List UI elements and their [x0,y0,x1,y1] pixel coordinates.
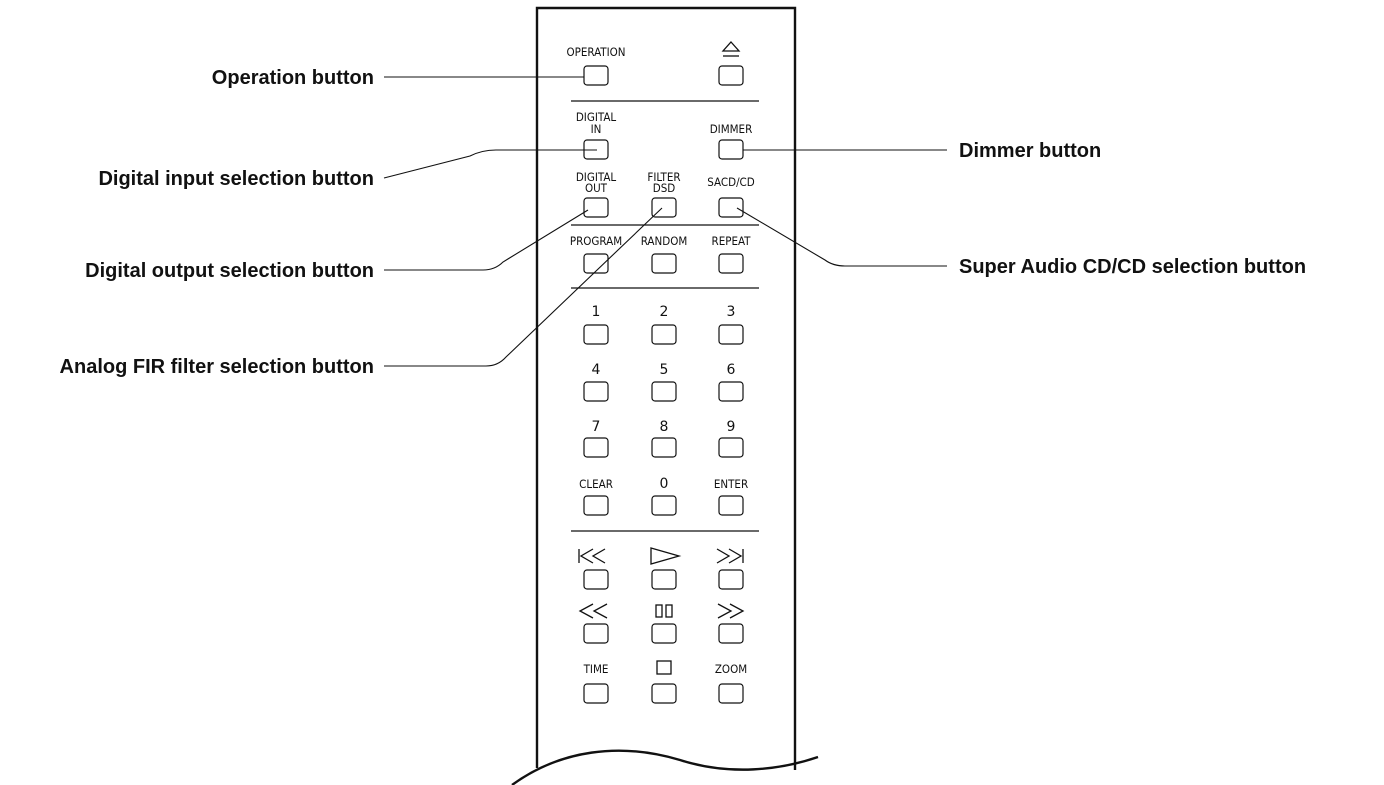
leader-line-digital-in [383,149,597,179]
play-icon [650,547,682,565]
num-1-button[interactable] [583,324,609,345]
num-5-button[interactable] [651,381,677,402]
operation-label: OPERATION [566,45,625,59]
pause-button[interactable] [651,623,677,644]
num-9-label: 9 [727,419,736,435]
digital-in-label-line2: IN [591,122,602,136]
digital-output-button[interactable] [583,197,609,218]
filter-label: FILTER [647,170,680,184]
time-label: TIME [583,662,609,676]
num-8-button[interactable] [651,437,677,458]
num-0-label: 0 [660,476,669,492]
callout-digital-in: Digital input selection button [98,168,374,190]
leader-line-digital-out [384,209,589,271]
num-8-label: 8 [660,419,669,435]
num-6-button[interactable] [718,381,744,402]
num-3-button[interactable] [718,324,744,345]
num-4-button[interactable] [583,381,609,402]
remote-body [511,6,819,785]
stop-icon [656,660,672,675]
rewind-button[interactable] [583,623,609,644]
num-7-button[interactable] [583,437,609,458]
repeat-button[interactable] [718,253,744,274]
repeat-label: REPEAT [712,234,752,248]
num-5-label: 5 [660,362,669,378]
callout-dimmer: Dimmer button [959,140,1101,162]
eject-icon [721,41,741,57]
num-4-label: 4 [592,362,601,378]
fast-forward-icon [717,603,745,619]
callout-digital-out: Digital output selection button [85,260,374,282]
enter-button[interactable] [718,495,744,516]
program-button[interactable] [583,253,609,274]
dimmer-label: DIMMER [710,122,753,136]
rewind-icon [578,603,608,619]
clear-label: CLEAR [579,477,613,491]
pause-icon [655,604,673,618]
zoom-button[interactable] [718,683,744,704]
enter-label: ENTER [714,477,748,491]
sacd-cd-label: SACD/CD [707,175,755,189]
random-label: RANDOM [641,234,688,248]
num-2-button[interactable] [651,324,677,345]
callout-analog-fir: Analog FIR filter selection button [60,356,374,378]
play-button[interactable] [651,569,677,590]
num-9-button[interactable] [718,437,744,458]
skip-back-icon [578,548,606,564]
digital-out-label: DIGITAL [576,170,617,184]
filter-label-line2: DSD [653,181,676,195]
skip-back-button[interactable] [583,569,609,590]
num-0-button[interactable] [651,495,677,516]
num-1-label: 1 [592,304,601,320]
program-label: PROGRAM [570,234,622,248]
callout-operation: Operation button [212,67,374,89]
leader-line-sacd-cd [736,207,947,267]
fast-forward-button[interactable] [718,623,744,644]
clear-button[interactable] [583,495,609,516]
num-7-label: 7 [592,419,601,435]
sacd-cd-button[interactable] [718,197,744,218]
skip-forward-icon [716,548,744,564]
time-button[interactable] [583,683,609,704]
num-3-label: 3 [727,304,736,320]
leader-line-analog-fir [384,207,663,367]
eject-button[interactable] [718,65,744,86]
stop-button[interactable] [651,683,677,704]
dimmer-button[interactable] [718,139,744,160]
skip-forward-button[interactable] [718,569,744,590]
num-2-label: 2 [660,304,669,320]
digital-in-label: DIGITAL [576,110,617,124]
callout-sacd-cd: Super Audio CD/CD selection button [959,256,1306,278]
zoom-label: ZOOM [715,662,747,676]
operation-button[interactable] [583,65,609,86]
random-button[interactable] [651,253,677,274]
num-6-label: 6 [727,362,736,378]
digital-out-label-line2: OUT [585,181,608,195]
